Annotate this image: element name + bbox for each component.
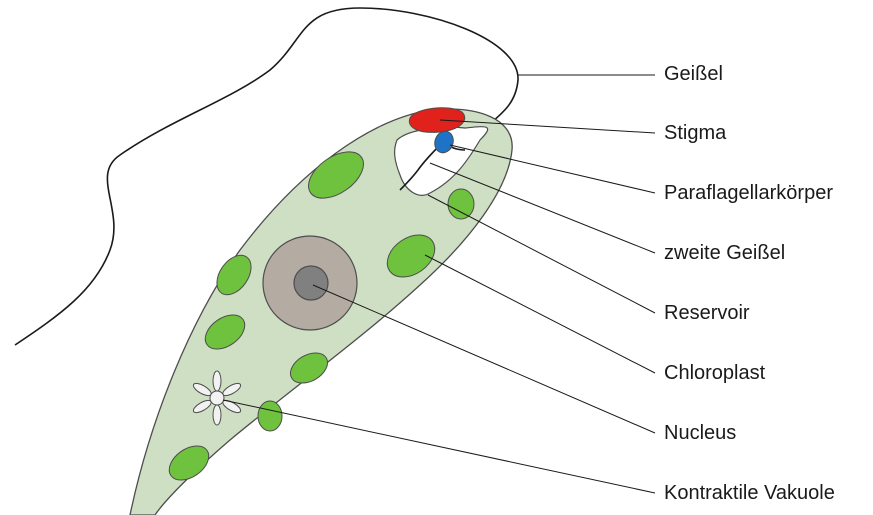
- label-kontraktile-vakuole: Kontraktile Vakuole: [664, 482, 835, 504]
- leader-line-chloroplast: [425, 255, 655, 373]
- chloroplast: [258, 401, 282, 431]
- label-geissel: Geißel: [664, 63, 723, 85]
- leader-line-reservoir: [428, 195, 655, 313]
- chloroplast: [448, 189, 474, 219]
- label-nucleus: Nucleus: [664, 422, 736, 444]
- leader-line-nucleus: [313, 285, 655, 433]
- label-chloroplast: Chloroplast: [664, 362, 765, 384]
- label-reservoir: Reservoir: [664, 302, 750, 324]
- label-stigma: Stigma: [664, 122, 726, 144]
- leader-line-kontraktile-vakuole: [223, 400, 655, 493]
- nucleolus: [294, 266, 328, 300]
- label-zweite-geissel: zweite Geißel: [664, 242, 785, 264]
- label-paraflagellarkoerper: Paraflagellarkörper: [664, 182, 833, 204]
